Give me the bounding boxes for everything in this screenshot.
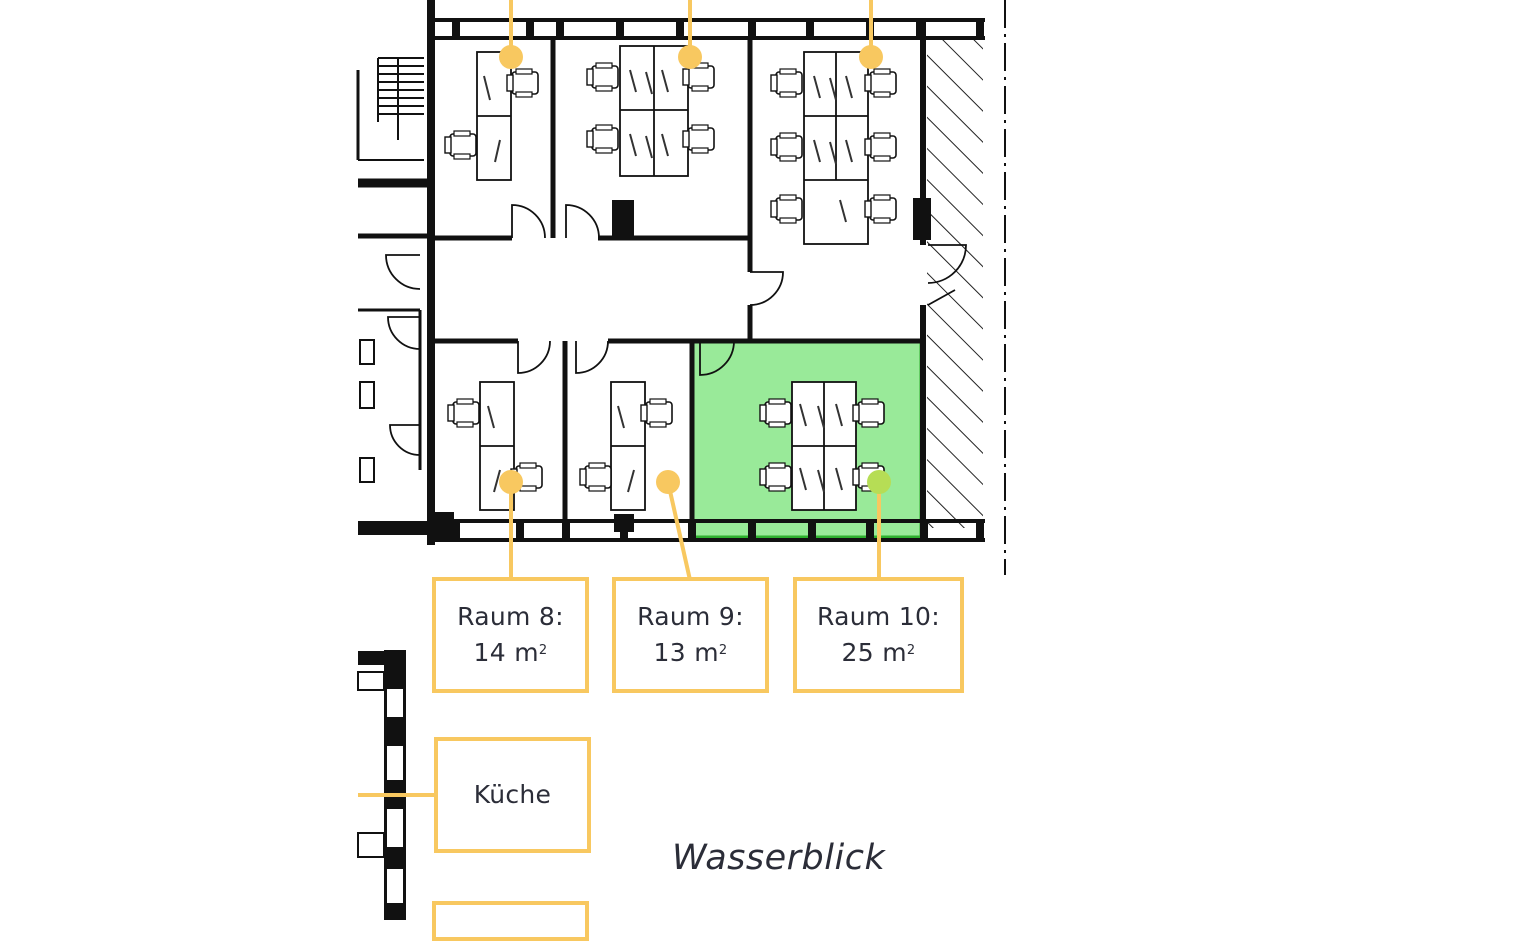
desk-items — [483, 69, 853, 493]
kitchen-label[interactable]: Küche — [434, 737, 591, 853]
room-marker-top-3[interactable] — [859, 45, 883, 69]
water-view-label: Wasserblick — [672, 838, 886, 878]
room-marker-top-2[interactable] — [678, 45, 702, 69]
room-8-area: 14 m2 — [473, 638, 548, 667]
next-room-label[interactable] — [432, 901, 589, 941]
room-9-name: Raum 9: — [637, 602, 744, 631]
room-8-label[interactable]: Raum 8: 14 m2 — [432, 577, 589, 693]
room-9-area: 13 m2 — [653, 638, 728, 667]
room-10-area: 25 m2 — [841, 638, 916, 667]
room-marker-top-1[interactable] — [499, 45, 523, 69]
room-markers — [358, 0, 881, 797]
kitchen-windows — [357, 671, 405, 905]
floor-plan — [356, 0, 1006, 920]
kitchen-name: Küche — [473, 780, 552, 809]
room-8-name: Raum 8: — [457, 602, 564, 631]
room-8-marker[interactable] — [499, 470, 523, 494]
room-10-label[interactable]: Raum 10: 25 m2 — [793, 577, 964, 693]
room-10-marker[interactable] — [867, 470, 891, 494]
room-10-name: Raum 10: — [817, 602, 940, 631]
room-9-marker[interactable] — [656, 470, 680, 494]
furniture — [476, 45, 869, 511]
room-9-label[interactable]: Raum 9: 13 m2 — [612, 577, 769, 693]
